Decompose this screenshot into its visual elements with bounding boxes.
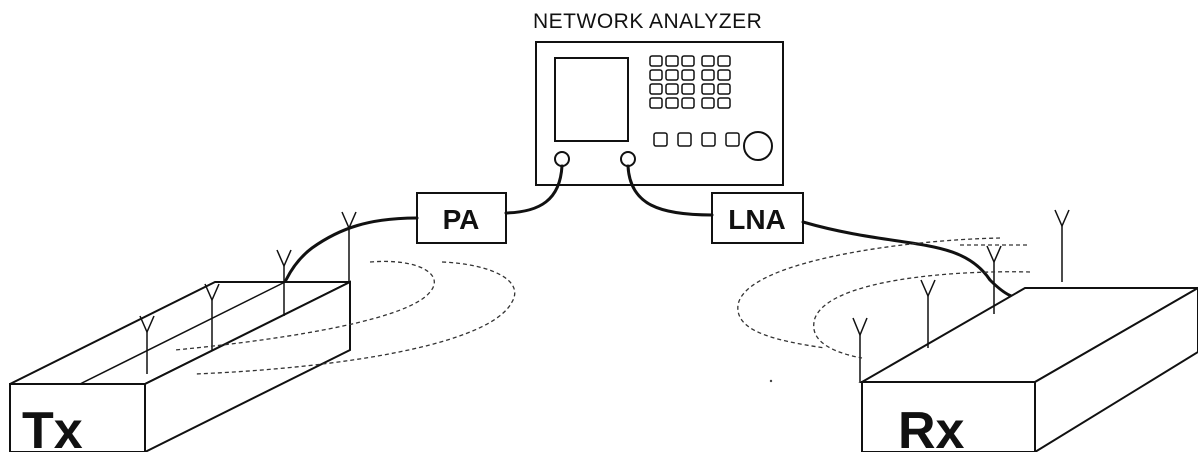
cable-analyzer-to-lna (626, 164, 714, 217)
rx-label: Rx (898, 402, 965, 452)
keypad-key (717, 97, 731, 109)
power-amplifier: PA (416, 192, 507, 244)
cable-pa-to-tx-antenna (284, 216, 419, 282)
pa-label: PA (443, 204, 480, 235)
tx-antenna-4 (341, 211, 357, 282)
keypad-key (681, 97, 695, 109)
tx-antenna-2 (204, 283, 220, 350)
rx-front-face (861, 381, 1036, 452)
tx-center-line (79, 281, 286, 385)
keypad-key (665, 83, 679, 95)
lna-label: LNA (728, 204, 786, 235)
tx-antenna-3 (276, 249, 292, 316)
network-analyzer-title: NETWORK ANALYZER (533, 10, 762, 33)
tx-front-face (9, 383, 146, 452)
rx-antenna-4 (1054, 209, 1070, 282)
keypad-key (649, 97, 663, 109)
network-analyzer-screen (554, 57, 629, 142)
keypad-key (701, 83, 715, 95)
front-panel-button (653, 132, 668, 147)
rx-antenna-3 (986, 245, 1002, 314)
tx-structure: Tx (9, 280, 351, 452)
tx-antenna-1 (139, 315, 155, 374)
keypad-key (701, 55, 715, 67)
front-panel-button (701, 132, 716, 147)
keypad-key (681, 83, 695, 95)
rx-antenna-2 (920, 279, 936, 348)
keypad-key (717, 55, 731, 67)
keypad-key (717, 69, 731, 81)
keypad-key (649, 55, 663, 67)
cable-analyzer-to-pa (504, 164, 564, 215)
keypad-key (665, 55, 679, 67)
keypad-key (681, 69, 695, 81)
keypad-key (701, 97, 715, 109)
keypad-key (649, 83, 663, 95)
stray-dot (769, 379, 773, 383)
keypad-key (665, 97, 679, 109)
front-panel-button (725, 132, 740, 147)
network-analyzer-knob (743, 131, 773, 161)
tx-label: Tx (22, 402, 83, 452)
rx-antenna-1 (852, 317, 868, 382)
keypad-key (717, 83, 731, 95)
tx-radiation-pattern-outer (194, 261, 516, 375)
network-analyzer-keypad (649, 55, 731, 109)
network-analyzer-buttons (653, 132, 740, 147)
network-analyzer: NETWORK ANALYZER (533, 10, 784, 186)
pa-box (416, 192, 507, 244)
low-noise-amplifier: LNA (711, 192, 804, 244)
front-panel-button (677, 132, 692, 147)
rx-radiation-pattern-inner (813, 271, 1031, 359)
lna-box (711, 192, 804, 244)
keypad-key (665, 69, 679, 81)
keypad-key (649, 69, 663, 81)
rx-structure: Rx (858, 286, 1198, 452)
keypad-key (681, 55, 695, 67)
keypad-key (701, 69, 715, 81)
